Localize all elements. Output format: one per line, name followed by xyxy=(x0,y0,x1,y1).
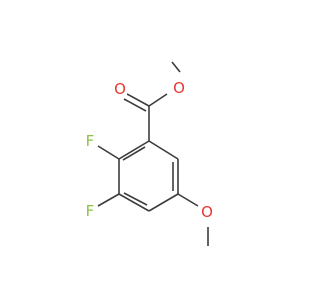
methoxy-oxygen-label: O xyxy=(201,203,213,221)
fluorine-2-atom: F xyxy=(83,132,97,150)
structure-canvas: O O F F O xyxy=(83,61,215,246)
bond-c2-fluorine xyxy=(97,145,120,160)
fluorine-2-label: F xyxy=(86,132,95,150)
methoxy-oxygen-atom: O xyxy=(199,203,215,221)
bond-carbonyl-double-b xyxy=(123,98,147,112)
ester-oxygen-atom: O xyxy=(171,79,187,97)
ring-bond-c3-c4 xyxy=(118,193,150,212)
ester-oxygen-label: O xyxy=(173,79,185,97)
bond-c5-methoxy-oxygen xyxy=(177,193,199,207)
fluorine-3-label: F xyxy=(86,202,95,220)
carbonyl-oxygen-label: O xyxy=(114,80,126,98)
ring-bond-c3-c4-inner xyxy=(123,192,148,206)
bond-methyl-ester-oxygen xyxy=(171,61,181,73)
ring-bond-c6-c1 xyxy=(148,140,179,160)
ring-bond-c1-c2 xyxy=(118,140,150,160)
ring-bond-c4-c5 xyxy=(148,193,179,212)
atom-label-layer: O O F F O xyxy=(83,79,215,221)
fluorine-3-atom: F xyxy=(83,202,97,220)
ring-bond-c1-c2-inner xyxy=(122,146,146,161)
bond-c3-fluorine xyxy=(97,193,120,207)
bond-layer xyxy=(97,61,209,246)
bond-ester-oxygen-carbonyl-carbon xyxy=(148,93,168,107)
carbonyl-oxygen-atom: O xyxy=(113,80,127,98)
bond-carbonyl-double-a xyxy=(126,93,150,107)
